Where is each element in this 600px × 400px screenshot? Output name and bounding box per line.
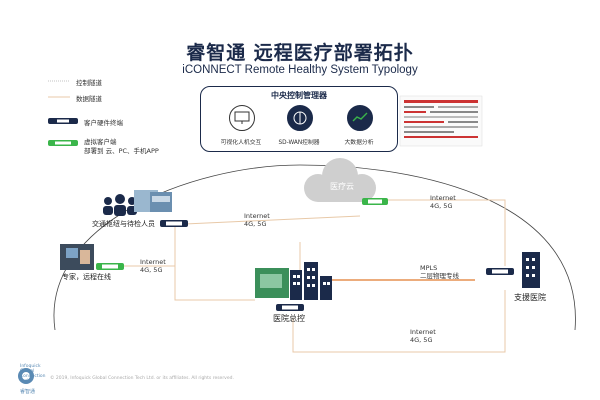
cc-item-sdwan: SD-WAN控制器: [278, 140, 320, 146]
cc-item-hci: 可视化人机交互: [220, 140, 262, 146]
support-label: 支援医院: [514, 293, 546, 302]
big-data-icon: [347, 105, 373, 131]
page-subtitle: iCONNECT Remote Healthy System Typology: [182, 64, 418, 76]
cloud-icon: [304, 158, 376, 202]
dashboard-thumbnail: [399, 95, 483, 147]
central-control-title: 中央控制管理器: [271, 91, 327, 100]
data-links: [120, 199, 506, 353]
legend-virtual-deploy: 部署到 云、PC、手机APP: [84, 147, 159, 155]
page-title: 睿智通 远程医疗部署拓扑: [186, 42, 414, 64]
copyright-footer: © 2019, Infoquick Global Connection Tech…: [50, 376, 234, 381]
visual-hci-icon: [229, 105, 255, 131]
support-hospital-icon: [522, 252, 540, 288]
legend-control-label: 控制隧道: [76, 79, 102, 87]
cloud-label: 医疗云: [330, 182, 354, 191]
central-control-box: 中央控制管理器 可视化人机交互 SD-WAN控制器 大数据分析: [200, 86, 398, 152]
legend-virtual-label: 虚拟客户端: [84, 138, 117, 146]
sdwan-controller-icon: [287, 105, 313, 131]
people-icon: [103, 194, 137, 216]
network-boundary-arc: [53, 164, 576, 331]
legend-data-label: 数据隧道: [76, 95, 102, 103]
commute-label: 交通枢纽与待检人员: [92, 220, 155, 228]
hq-building-icon: [290, 262, 332, 300]
hq-label: 医院总控: [273, 314, 305, 323]
legend-hardware-label: 客户硬件终端: [84, 119, 123, 127]
logo-cn: 睿智通: [20, 389, 36, 395]
cc-item-bigdata: 大数据分析: [344, 140, 374, 146]
expert-label: 专家，远程在线: [62, 273, 111, 281]
company-logo-mark: [18, 368, 34, 384]
